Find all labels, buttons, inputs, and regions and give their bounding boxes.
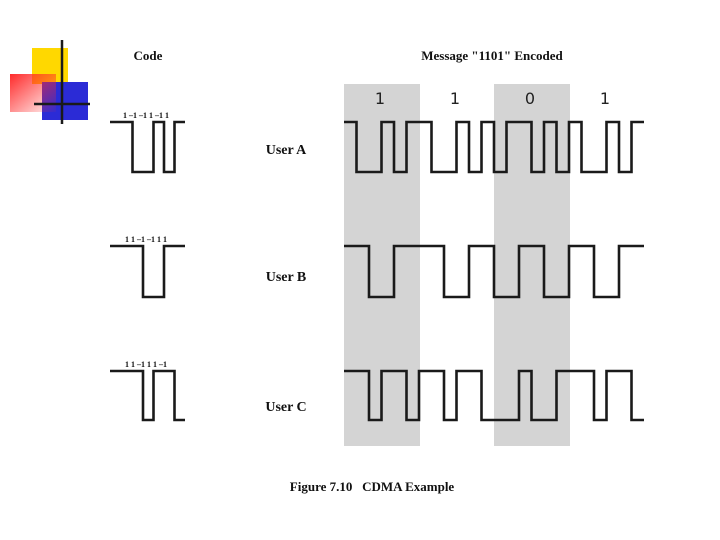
- figure-caption: Figure 7.10 CDMA Example: [290, 479, 455, 494]
- code-waveform-c: [110, 369, 185, 422]
- code-header: Code: [134, 48, 163, 63]
- corner-logo-icon: [10, 40, 90, 124]
- code-sequence-a: 1 –1 –1 1 –1 1: [123, 111, 169, 120]
- encoded-waveform-b: [344, 244, 644, 299]
- message-bit-3: 0: [525, 89, 535, 108]
- user-label-b: User B: [266, 270, 307, 285]
- encoded-waveform-c: [344, 369, 644, 422]
- user-label-a: User A: [266, 143, 307, 158]
- code-sequence-c: 1 1 –1 1 1 –1: [125, 360, 167, 369]
- message-bit-1: 1: [375, 89, 385, 108]
- encoded-waveform-a: [344, 120, 644, 174]
- message-header: Message "1101" Encoded: [421, 48, 563, 63]
- code-waveform-b: [110, 244, 185, 299]
- user-label-c: User C: [265, 400, 306, 415]
- message-bit-2: 1: [450, 89, 460, 108]
- code-sequence-b: 1 1 –1 –1 1 1: [125, 235, 167, 244]
- message-bit-4: 1: [600, 89, 610, 108]
- code-waveform-a: [110, 120, 185, 174]
